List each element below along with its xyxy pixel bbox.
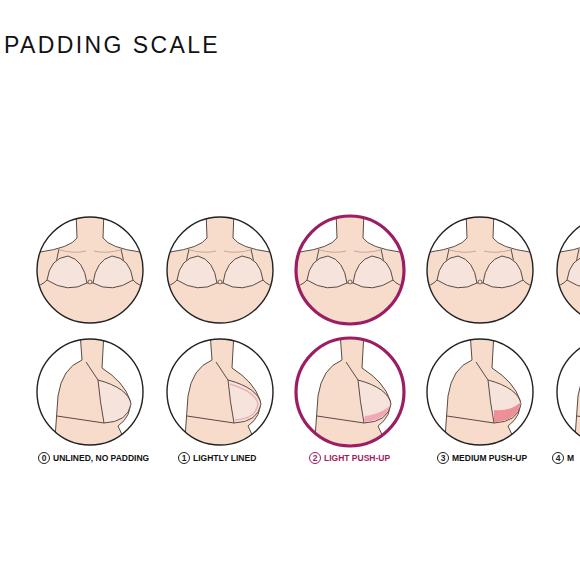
- padding-level-label: UNLINED, NO PADDING: [53, 453, 149, 463]
- step-number: 1: [182, 454, 187, 463]
- step-number-circle: 3: [437, 452, 449, 464]
- step-number: 0: [42, 454, 47, 463]
- padding-level-label: MEDIUM PUSH-UP: [452, 453, 527, 463]
- padding-level-label: LIGHTLY LINED: [193, 453, 256, 463]
- title: PADDING SCALE: [4, 32, 220, 59]
- step-number: 3: [441, 454, 446, 463]
- step-number-circle: 4: [552, 452, 564, 464]
- step-number-circle: 2: [309, 452, 321, 464]
- step-number-circle: 1: [178, 452, 190, 464]
- padding-level-label: M: [567, 453, 574, 463]
- padding-level-label: LIGHT PUSH-UP: [324, 453, 390, 463]
- step-number: 2: [313, 454, 318, 463]
- step-number: 4: [556, 454, 561, 463]
- step-number-circle: 0: [38, 452, 50, 464]
